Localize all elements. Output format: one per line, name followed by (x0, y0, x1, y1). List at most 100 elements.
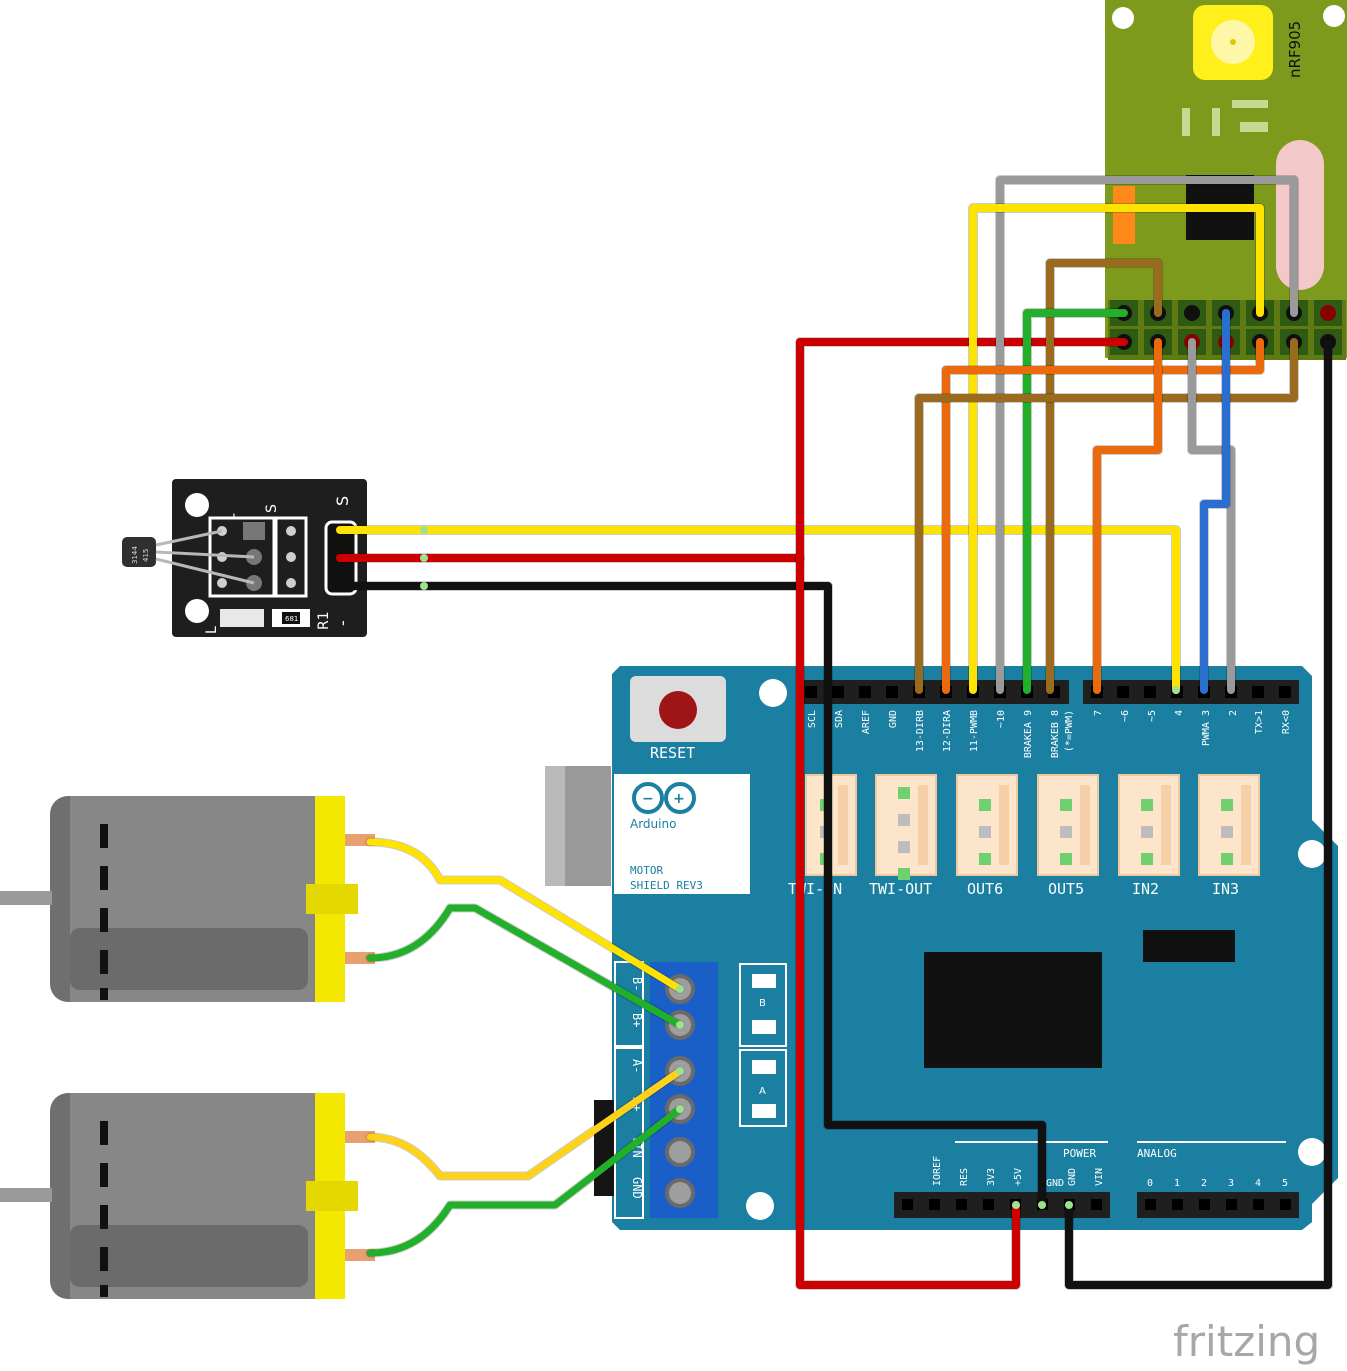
analog-header-label: ANALOG (1137, 1147, 1177, 1160)
wire (915, 338, 1298, 694)
terminal-label: GND (630, 1177, 644, 1199)
connector-label: OUT6 (967, 880, 1003, 898)
hall-label-s-right: S (333, 496, 352, 506)
digital-pin (1252, 686, 1264, 698)
terminal-label: B+ (630, 1013, 644, 1027)
wire-endpoint (420, 526, 428, 534)
connector-pin (1060, 826, 1072, 838)
wire (942, 338, 1264, 694)
connector-latch (1161, 785, 1171, 865)
connector-label: TWI-OUT (869, 880, 932, 898)
hall-chip-label-top: 3144 (131, 546, 139, 564)
analog-pin-label: 4 (1255, 1178, 1261, 1189)
power-pin-label: +5V (1013, 1168, 1024, 1186)
power-pin-label: RES (959, 1168, 970, 1186)
digital-pin (1117, 686, 1129, 698)
nrf-pin (1184, 305, 1200, 321)
wire (1046, 259, 1162, 694)
led-label-a: A (759, 1086, 766, 1097)
power-pin-label: VIN (1094, 1168, 1105, 1186)
digital-pin (832, 686, 844, 698)
power-pin (983, 1199, 994, 1210)
connector-pin (979, 853, 991, 865)
digital-pin-label: TX>1 (1254, 710, 1265, 734)
fritzing-watermark: fritzing (1173, 1317, 1320, 1366)
connector-latch (1241, 785, 1251, 865)
digital-pin-label: 7 (1093, 710, 1104, 716)
digital-pin-label: 4 (1174, 710, 1185, 716)
connector-pin (1221, 799, 1233, 811)
digital-pin-label: AREF (861, 710, 872, 734)
hall-resistor-code: 681 (285, 615, 298, 623)
terminal-label: A- (630, 1059, 644, 1073)
wire (1023, 309, 1128, 694)
reset-label: RESET (650, 744, 695, 762)
connector-label: IN3 (1212, 880, 1239, 898)
arduino-motor-shield: RESET − + Arduino MOTOR SHIELD REV3 TWI-… (545, 666, 1338, 1230)
wire (1200, 309, 1230, 694)
wire (366, 838, 684, 993)
terminal-label: B- (630, 977, 644, 991)
power-pin-label: GND (1067, 1168, 1078, 1186)
digital-pin (1279, 686, 1291, 698)
wire (1188, 338, 1235, 694)
analog-pin (1226, 1199, 1237, 1210)
terminal-screw-head (669, 1182, 691, 1204)
digital-pin-label: 11-PWMB (969, 710, 980, 752)
digital-pin-label: 2 (1228, 710, 1239, 716)
digital-pin-label: 12-DIRA (942, 710, 953, 752)
wire (1093, 338, 1162, 694)
wires (335, 175, 1333, 1290)
power-pin (956, 1199, 967, 1210)
connector-pin (979, 826, 991, 838)
hall-sensor-module: 3144 415 S S - - L R1 681 (122, 479, 367, 637)
nrf905-label: nRF905 (1286, 21, 1304, 78)
connector-latch (918, 785, 928, 865)
shield-title-line2: SHIELD REV3 (630, 879, 703, 892)
digital-pin-label: ~10 (996, 710, 1007, 728)
connector-pin (1141, 799, 1153, 811)
digital-pin-label: PWMA 3 (1201, 710, 1212, 746)
analog-pin-label: 3 (1228, 1178, 1234, 1189)
led-label-b: B (759, 998, 766, 1009)
digital-pin-label: RX<0 (1281, 710, 1292, 734)
hall-chip-label-bottom: 415 (142, 549, 150, 562)
wire-endpoint (676, 1105, 684, 1113)
arduino-logo-text: Arduino (630, 817, 676, 831)
wire-endpoint (1012, 1201, 1020, 1209)
connector-pin (1221, 826, 1233, 838)
digital-pin-label: ~6 (1120, 710, 1131, 722)
analog-pin-label: 5 (1282, 1178, 1288, 1189)
shield-title-line1: MOTOR (630, 864, 663, 877)
connector-pin (898, 787, 910, 799)
digital-pin-label: 13-DIRB (915, 710, 926, 752)
connector-pin (1141, 853, 1153, 865)
connector-pin (1060, 853, 1072, 865)
wire-endpoint (1172, 686, 1180, 694)
power-pin-label: GND (1046, 1178, 1064, 1189)
analog-pin-label: 0 (1147, 1178, 1153, 1189)
wire-endpoint (676, 1067, 684, 1075)
power-pin-label: 3V3 (986, 1168, 997, 1186)
power-pin-label: IOREF (932, 1156, 943, 1186)
hall-label-l: L (204, 626, 220, 634)
analog-pin (1172, 1199, 1183, 1210)
power-pin (1091, 1199, 1102, 1210)
wire (796, 338, 1128, 1289)
connector-pin (898, 868, 910, 880)
analog-pin (1253, 1199, 1264, 1210)
power-pin (929, 1199, 940, 1210)
digital-pin-label: BRAKEA 9 (1023, 710, 1034, 758)
analog-pin-label: 1 (1174, 1178, 1180, 1189)
connector-pin (1141, 826, 1153, 838)
hall-label-minus-top: - (226, 513, 242, 518)
wire (996, 176, 1298, 694)
hall-label-r1: R1 (316, 611, 332, 630)
wire (336, 526, 1180, 694)
digital-pin-label: SCL (807, 710, 818, 728)
connector-pin (1060, 799, 1072, 811)
analog-pin-label: 2 (1201, 1178, 1207, 1189)
digital-pin (886, 686, 898, 698)
connector-latch (838, 785, 848, 865)
